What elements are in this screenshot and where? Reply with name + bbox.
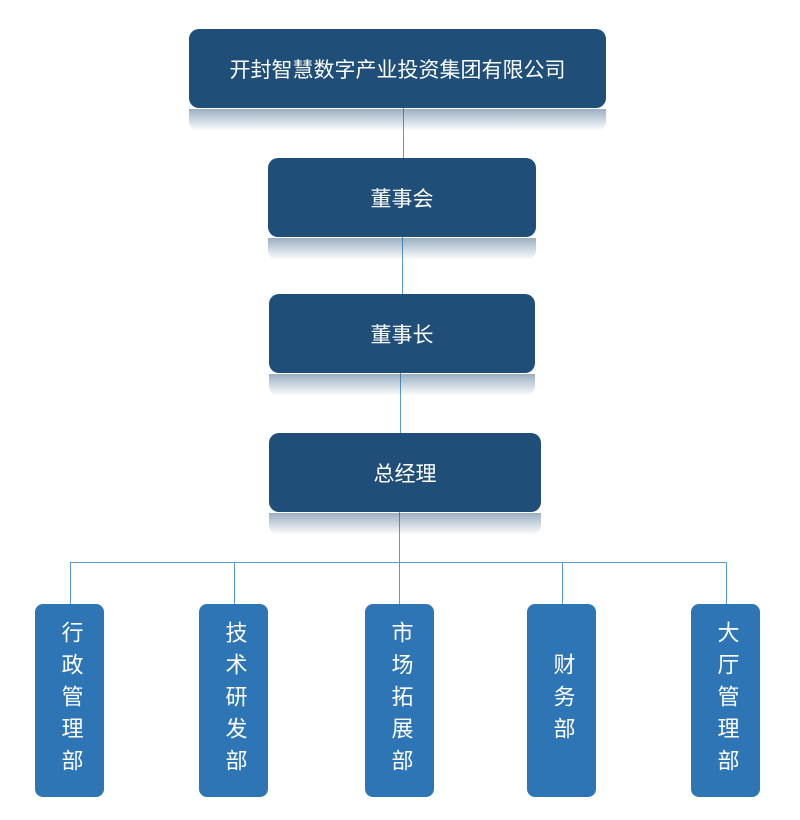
box-reflection: [189, 109, 606, 131]
connector-line: [402, 237, 403, 294]
department-label: 市场拓展部: [387, 620, 413, 781]
department-label: 行政管理部: [57, 620, 83, 781]
connector-line: [400, 373, 401, 433]
box-reflection: [269, 513, 541, 535]
chairman-box: 董事长: [269, 294, 535, 373]
connector-line: [399, 512, 400, 562]
connector-line: [234, 562, 235, 604]
connector-line: [399, 562, 400, 604]
department-box: 行政管理部: [35, 604, 104, 797]
box-reflection: [268, 238, 536, 260]
connector-line: [726, 562, 727, 604]
department-label: 大厅管理部: [713, 620, 739, 781]
company-box: 开封智慧数字产业投资集团有限公司: [189, 29, 606, 108]
general-manager-box: 总经理: [269, 433, 541, 512]
department-box: 财务部: [527, 604, 596, 797]
connector-line: [562, 562, 563, 604]
connector-bus: [70, 562, 727, 563]
department-label: 技术研发部: [221, 620, 247, 781]
connector-line: [70, 562, 71, 604]
department-label: 财务部: [549, 652, 575, 749]
general-manager-label: 总经理: [373, 461, 437, 486]
board-label: 董事会: [370, 186, 434, 211]
department-box: 市场拓展部: [365, 604, 434, 797]
chairman-label: 董事长: [370, 322, 434, 347]
board-box: 董事会: [268, 158, 536, 237]
box-reflection: [269, 374, 535, 396]
department-box: 大厅管理部: [691, 604, 760, 797]
department-box: 技术研发部: [199, 604, 268, 797]
connector-line: [403, 108, 404, 158]
company-name: 开封智慧数字产业投资集团有限公司: [229, 57, 566, 82]
